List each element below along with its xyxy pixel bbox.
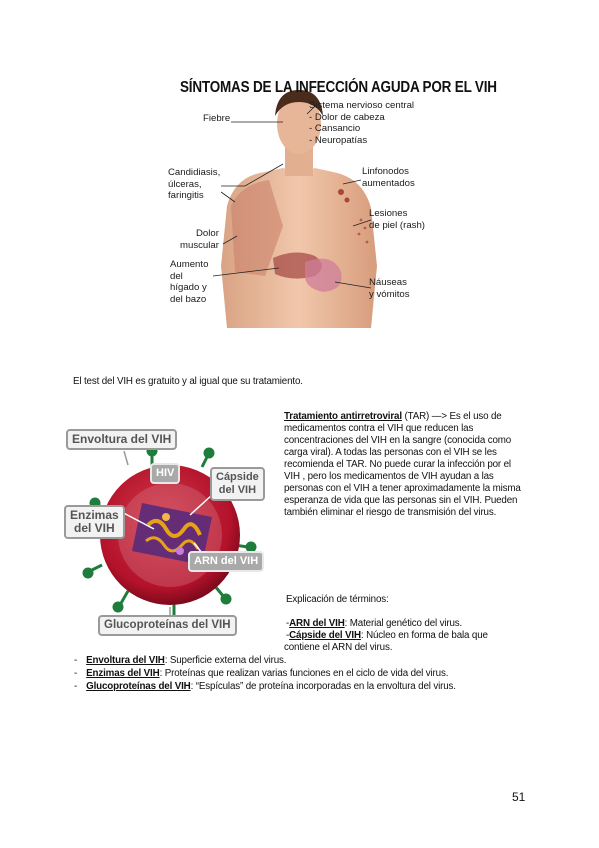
label-fiebre: Fiebre [203,113,231,124]
body-illustration [212,90,377,328]
tar-text: (TAR) —> Es el uso de medicamentos contr… [284,411,521,518]
tar-term: Tratamiento antirretroviral [284,411,402,422]
label-sistema-nervioso: Sistema nervioso central - Dolor de cabe… [309,100,415,146]
label-lesiones: Lesiones de piel (rash) [369,208,425,231]
label-candidiasis: Candidiasis, úlceras, faringitis [168,167,221,201]
intro-text: El test del VIH es gratuito y al igual q… [73,376,303,387]
explanation-title: Explicación de términos: [286,594,389,605]
figure-title: SÍNTOMAS DE LA INFECCIÓN AGUDA POR EL VI… [180,78,497,96]
label-glucoproteinas: Glucoproteínas del VIH [98,615,237,636]
page-number: 51 [512,790,526,804]
label-envoltura: Envoltura del VIH [66,429,178,450]
virus-figure: Envoltura del VIH HIV Cápside del VIH En… [62,425,284,640]
definition-glucoproteinas: -Glucoproteínas del VIH: “Espículas” de … [74,681,456,692]
label-enzimas: Enzimas del VIH [64,505,125,539]
symptoms-figure [165,76,433,328]
definition-enzimas: -Enzimas del VIH: Proteínas que realizan… [74,668,449,679]
label-capside: Cápside del VIH [210,467,265,501]
label-dolor-muscular: Dolor muscular [180,228,219,251]
label-linfonodos: Linfonodos aumentados [362,166,415,189]
tar-paragraph: Tratamiento antirretroviral (TAR) —> Es … [284,411,526,519]
label-higado-bazo: Aumento del hígado y del bazo [170,259,209,305]
definition-capside-cont: contiene el ARN del virus. [284,642,393,653]
definition-arn: -ARN del VIH: Material genético del viru… [286,618,463,629]
definition-envoltura: -Envoltura del VIH: Superficie externa d… [74,655,287,666]
label-hiv: HIV [150,463,181,484]
definition-capside: -Cápside del VIH: Núcleo en forma de bal… [286,630,488,641]
label-arn: ARN del VIH [188,551,265,572]
label-nauseas: Náuseas y vómitos [369,277,410,300]
